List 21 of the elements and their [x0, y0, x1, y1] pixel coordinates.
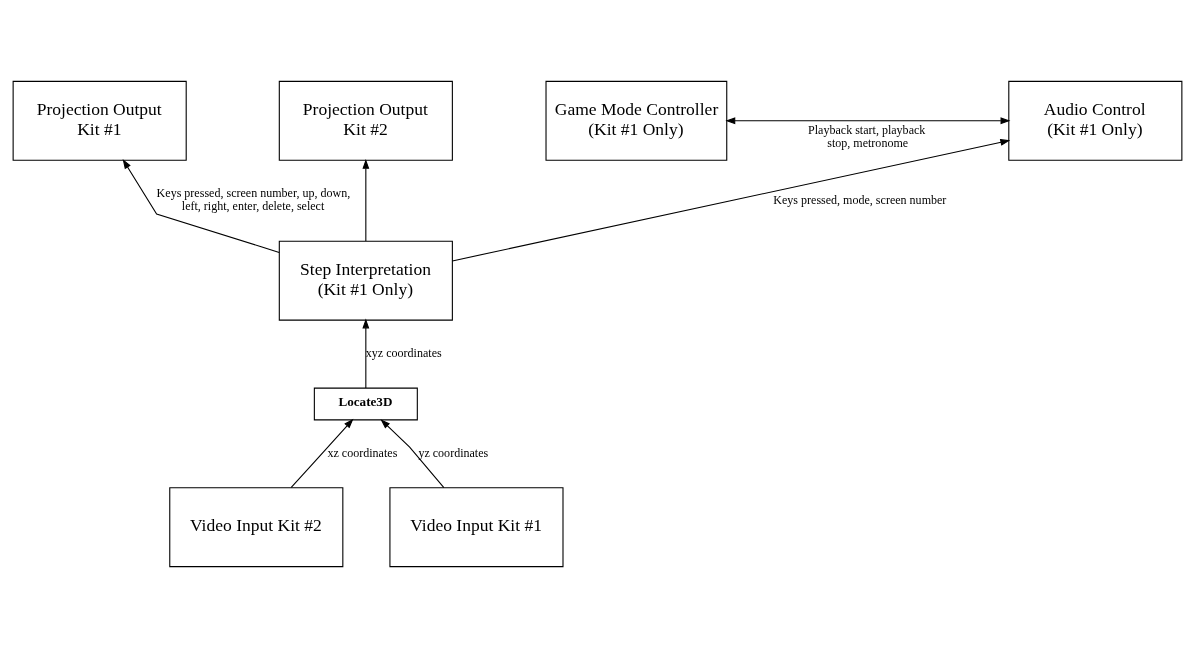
- arrow: [725, 117, 1011, 125]
- node-box: Game Mode Controller (Kit #1 Only): [545, 80, 728, 161]
- node-box: Projection Output Kit #2: [278, 80, 453, 161]
- edge-label: Keys pressed, mode, screen number: [773, 192, 947, 207]
- edge-label: Playback start, playback stop, metronome: [808, 122, 926, 150]
- node-box: Audio Control (Kit #1 Only): [1008, 80, 1183, 161]
- edge-label: xz coordinates: [327, 445, 398, 460]
- arrow: [122, 159, 280, 253]
- edge-label: Keys pressed, screen number, up, down, left, right, enter, delete, select: [156, 186, 351, 214]
- arrow: [380, 419, 445, 489]
- node-box: Step Interpretation (Kit #1 Only): [278, 240, 453, 321]
- edge-label: yz coordinates: [418, 445, 489, 460]
- node-box: Locate3D: [313, 387, 418, 421]
- node-box: Video Input Kit #2: [169, 487, 344, 568]
- arrow: [362, 318, 370, 389]
- node-box: Projection Output Kit #1: [12, 80, 187, 161]
- arrow: [451, 139, 1011, 262]
- node-box: Video Input Kit #1: [389, 487, 564, 568]
- arrow: [362, 158, 370, 242]
- edge-label: xyz coordinates: [365, 346, 442, 361]
- arrow: [290, 418, 354, 488]
